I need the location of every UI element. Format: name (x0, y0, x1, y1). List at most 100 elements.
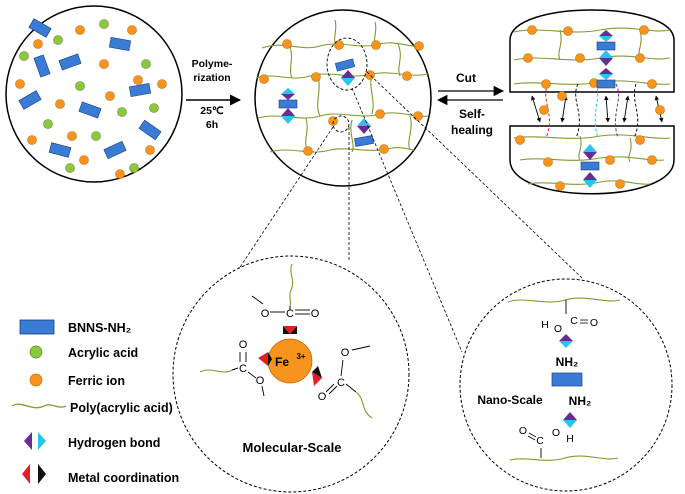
nano-bottom-h: H (566, 433, 574, 445)
legend-item-ferric-ion: Ferric ion (29, 373, 125, 388)
legend-item-polymer: Poly(acrylic acid) (11, 401, 173, 415)
nano-zoom-region (326, 37, 368, 91)
ferric-ion (105, 91, 115, 101)
nano-bottom-c: C (536, 435, 544, 447)
nano-bnns-sheet (551, 372, 583, 387)
cut-hydrogel-panel (509, 9, 675, 195)
polymerization-label-2: rization (193, 72, 230, 84)
nano-top-h: H (541, 319, 549, 331)
self-healing-label-2: healing (451, 123, 493, 137)
legend-item-hydrogen-bond: Hydrogen bond (24, 432, 160, 450)
top-carboxylate: O C O (251, 263, 320, 334)
nano-scale-title: Nano-Scale (477, 393, 543, 407)
acrylic-acid-molecule (91, 131, 101, 141)
bnns-sheet (103, 140, 127, 160)
top-o-left: O (261, 308, 270, 320)
nano-top-o1: O (554, 323, 562, 335)
ferric-ions-network (259, 39, 424, 156)
polymerization-step: Polyme- rization 25℃ 6h (186, 58, 242, 131)
acrylic-acid-molecule (43, 119, 53, 129)
left-c: C (239, 363, 247, 375)
legend-label-bnns: BNNS-NH₂ (68, 321, 131, 335)
ferric-ion (27, 135, 37, 145)
nano-bottom-o1: O (519, 425, 527, 437)
ferric-ion (75, 25, 85, 35)
right-o-bottom: O (318, 391, 327, 403)
top-o-right: O (311, 308, 320, 320)
bnns-sheet (138, 119, 162, 141)
nano-bottom-o2: O (552, 427, 560, 439)
nano-nh2-top: NH₂ (556, 355, 579, 369)
self-healing-label-1: Self- (459, 107, 485, 121)
right-carboxylate: O C O (312, 345, 373, 419)
fe-charge: 3+ (296, 352, 305, 361)
ferric-ion (127, 25, 137, 35)
broken-chains (545, 83, 639, 139)
ferric-ion (145, 145, 155, 155)
fe-symbol: Fe (275, 355, 289, 369)
cut-ferric-ions (515, 25, 665, 191)
polymerization-label-1: Polyme- (192, 58, 233, 70)
bnns-sheet (28, 18, 52, 38)
ferric-ion (33, 39, 43, 49)
ferric-ion (79, 155, 89, 165)
ferric-ion (133, 75, 143, 85)
nano-top-c: C (570, 315, 578, 327)
nano-scale-panel: H O C O NH₂ NH₂ Nano-Scale O C O H (459, 278, 673, 492)
acrylic-acid-molecule (129, 163, 139, 173)
nano-top-o2: O (590, 317, 598, 329)
left-o-right: O (256, 375, 265, 387)
ferric-ion (157, 79, 167, 89)
bnns-sheet (108, 36, 132, 52)
cut-label: Cut (456, 71, 476, 85)
legend: BNNS-NH₂ Acrylic acid Ferric ion Poly(ac… (11, 319, 179, 485)
top-c: C (286, 308, 294, 320)
hydrogen-bond-icon (24, 432, 46, 450)
polymerization-time: 6h (206, 119, 218, 131)
bnns-sheet (128, 82, 152, 98)
ferric-ion-icon (29, 373, 43, 387)
legend-label-ferric: Ferric ion (68, 374, 125, 388)
molecular-scale-title: Molecular-Scale (243, 440, 342, 455)
legend-item-acrylic-acid: Acrylic acid (29, 345, 138, 360)
left-o-top: O (239, 339, 248, 351)
molecular-scale-panel: Fe 3+ O C O O C O (172, 255, 410, 493)
bnns-sheet (33, 54, 51, 78)
cut-bnns-crosslinks (580, 30, 616, 188)
right-c: C (337, 377, 345, 389)
monomer-solution-panel (5, 5, 183, 183)
acrylic-acid-molecule (19, 51, 29, 61)
cut-heal-step: Cut Self- healing (436, 71, 505, 137)
hydrogel-network-panel (254, 9, 432, 187)
ferric-ion (99, 59, 109, 69)
polymerization-temperature: 25℃ (200, 105, 224, 117)
bnns-sheet (78, 101, 102, 119)
acrylic-acid-molecule (99, 19, 109, 29)
bnns-sheet-icon (19, 319, 55, 335)
bnns-sheet (48, 142, 72, 158)
ferric-ion (115, 169, 125, 179)
ferric-ion (67, 131, 77, 141)
acrylic-acid-molecule (65, 163, 75, 173)
acrylic-acid-molecule (53, 35, 63, 45)
acrylic-acid-molecule (149, 103, 159, 113)
legend-label-acrylic: Acrylic acid (68, 346, 138, 360)
legend-label-hbond: Hydrogen bond (68, 436, 160, 450)
acrylic-acid-molecule (117, 107, 127, 117)
metal-coordination-icon (22, 464, 46, 484)
bnns-crosslinks (278, 58, 374, 147)
ferric-ion (55, 99, 65, 109)
legend-item-bnns: BNNS-NH₂ (19, 319, 131, 335)
left-carboxylate: O C O (199, 339, 272, 397)
polymer-chain-icon (11, 403, 67, 409)
legend-label-metal: Metal coordination (68, 471, 179, 485)
ferric-ion (15, 79, 25, 89)
nano-nh2-bottom: NH₂ (569, 394, 592, 408)
bnns-sheet (18, 90, 42, 110)
molecular-zoom-region (332, 115, 350, 133)
acrylic-acid-molecule (141, 59, 151, 69)
acrylic-acid-icon (29, 345, 43, 359)
right-o-top: O (341, 347, 350, 359)
acrylic-acid-molecule (75, 81, 85, 91)
